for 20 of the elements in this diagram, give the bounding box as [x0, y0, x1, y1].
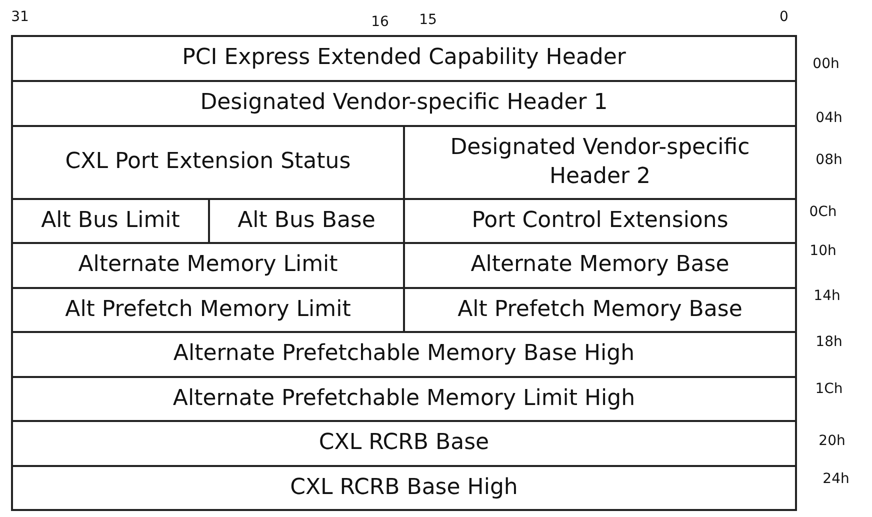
offset-label: 00h [812, 56, 840, 72]
bit-number: 15 [419, 12, 437, 28]
register-field: CXL RCRB Base [11, 420, 797, 467]
register-field: Alternate Prefetchable Memory Limit High [11, 376, 797, 422]
bit-number: 0 [780, 9, 788, 25]
offset-label: 08h [816, 152, 842, 168]
offset-label: 0Ch [809, 204, 837, 220]
register-field: PCI Express Extended Capability Header [11, 35, 797, 82]
offset-label: 10h [810, 243, 836, 259]
offset-label: 20h [818, 433, 846, 449]
offset-label: 1Ch [815, 381, 843, 397]
offset-label: 24h [822, 471, 850, 487]
register-field: Designated Vendor-specific Header 1 [11, 80, 797, 127]
offset-label: 04h [816, 110, 842, 126]
offset-label: 14h [814, 288, 840, 304]
offset-label: 18h [816, 334, 842, 350]
bit-number: 31 [11, 9, 29, 25]
bit-number: 16 [371, 14, 389, 30]
register-field: Alternate Prefetchable Memory Base High [11, 331, 797, 378]
register-field: CXL RCRB Base High [11, 465, 797, 511]
